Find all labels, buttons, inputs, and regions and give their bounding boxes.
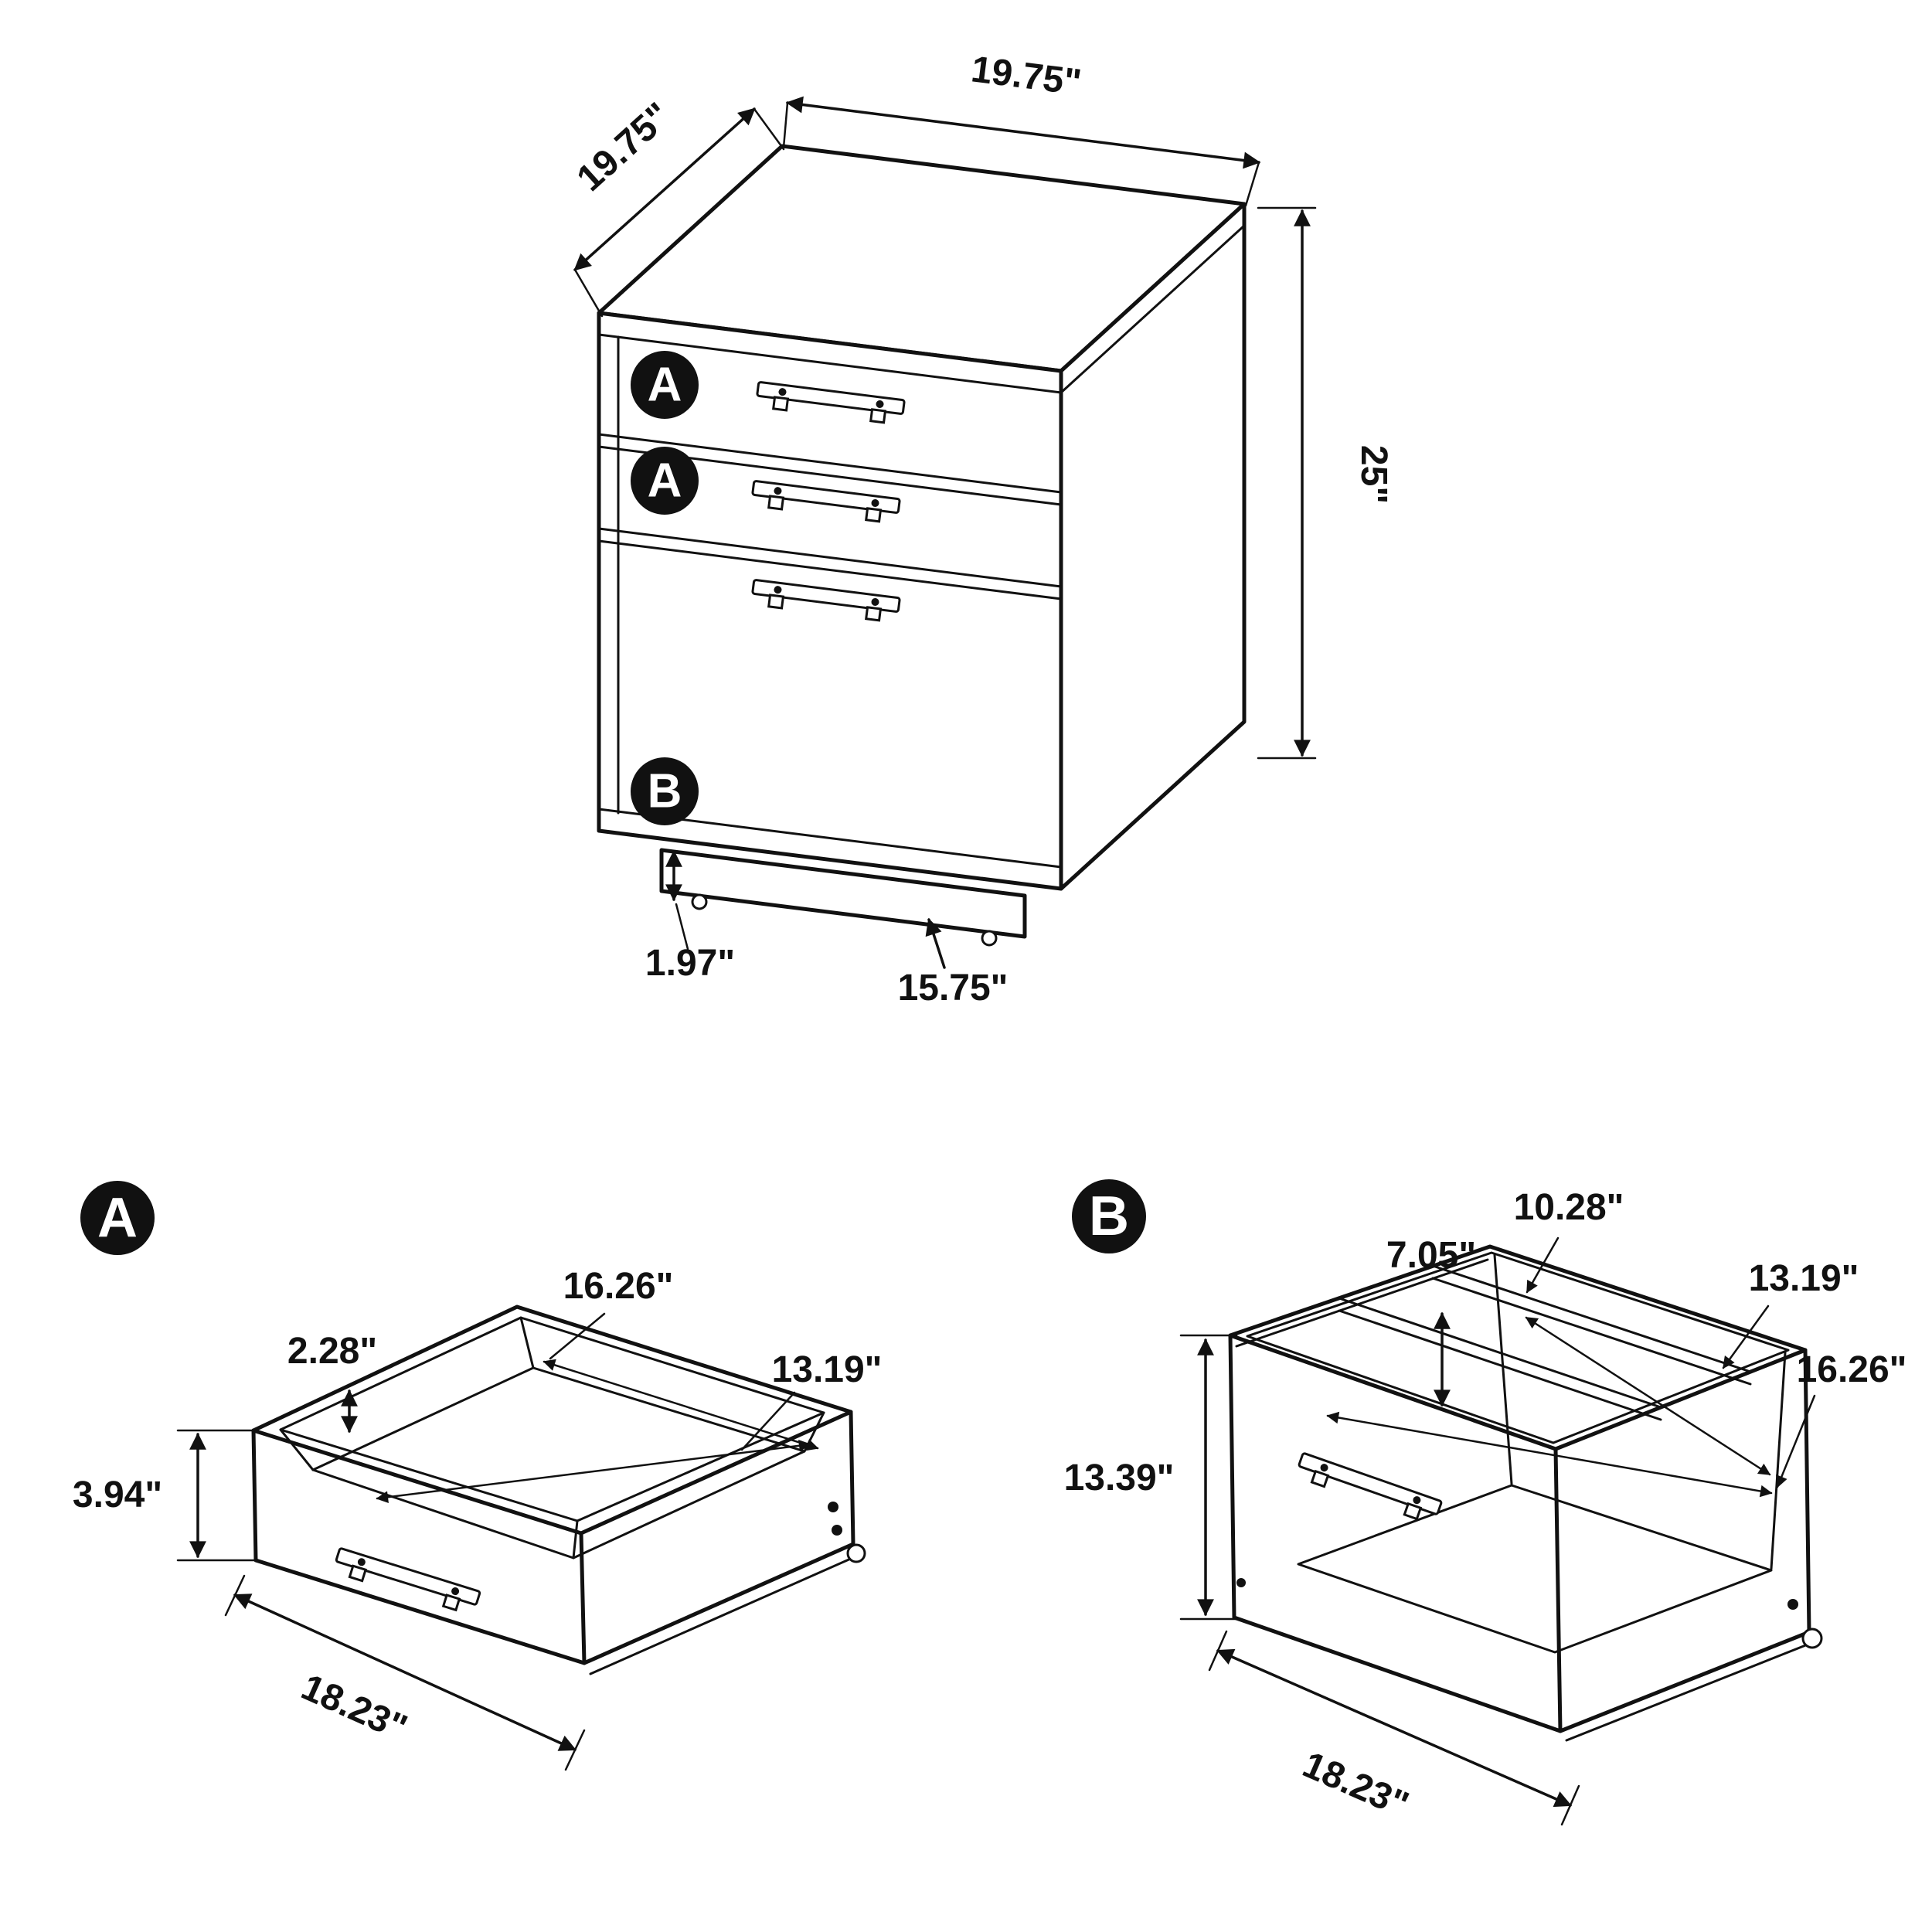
- dim-drawer-a-inner-depth: 13.19": [376, 1349, 883, 1504]
- cabinet-top-thickness-line: [597, 224, 1246, 394]
- cabinet-drawer-divider-2: [597, 527, 1063, 600]
- badge-view-a-letter: A: [97, 1187, 138, 1249]
- badge-drawer-top-a: A: [631, 351, 699, 419]
- dim-label-cabinet-base-height: 1.97": [645, 943, 735, 984]
- drawer-b-view: B 10.28" 7.05": [1064, 1179, 1907, 1826]
- dim-drawer-a-inner-width: 16.26": [543, 1266, 819, 1451]
- badge-view-a: A: [80, 1181, 155, 1255]
- drawer-a-screw-2: [832, 1525, 842, 1536]
- dim-label-cabinet-top-width: 19.75": [969, 49, 1083, 103]
- drawer-a-slide-rail: [589, 1553, 861, 1675]
- dim-cabinet-height: 25": [1257, 206, 1394, 760]
- dim-label-drawer-b-outer-width: 18.23": [1297, 1744, 1414, 1826]
- drawer-b-left-wall-thickness: [1235, 1258, 1489, 1348]
- drawer-b-screw-2: [1236, 1578, 1246, 1587]
- dim-label-cabinet-base-width: 15.75": [898, 968, 1009, 1009]
- dim-label-drawer-b-rail-width: 10.28": [1514, 1187, 1624, 1228]
- dim-label-drawer-a-outer-width: 18.23": [295, 1667, 413, 1750]
- dim-drawer-a-front-height: 3.94": [73, 1429, 256, 1562]
- dim-label-drawer-b-front-height: 13.39": [1064, 1458, 1175, 1498]
- dim-label-drawer-b-inner-width: 16.26": [1797, 1349, 1907, 1390]
- badge-drawer-bottom-b: B: [631, 757, 699, 825]
- dim-label-drawer-a-inner-width: 16.26": [563, 1266, 674, 1307]
- dim-label-drawer-a-front-height: 3.94": [73, 1475, 162, 1515]
- drawer-b-slide-roller: [1801, 1628, 1823, 1649]
- drawer-a-view: A 16.26" 2.28": [73, 1181, 883, 1771]
- drawer-a-screw-1: [828, 1502, 838, 1512]
- cabinet-caster-left: [691, 893, 708, 910]
- drawer-handle-bottom: [751, 579, 901, 622]
- badge-view-b: B: [1072, 1179, 1146, 1253]
- dim-label-drawer-a-inner-depth: 13.19": [772, 1349, 883, 1390]
- drawer-b-inner-bottom: [1297, 1484, 1773, 1654]
- dim-drawer-b-inner-height: 7.05": [1386, 1235, 1476, 1407]
- drawer-handle-top: [756, 381, 906, 424]
- dim-cabinet-base-height: 1.97": [645, 849, 735, 984]
- dim-label-drawer-a-inner-height: 2.28": [287, 1331, 377, 1372]
- dim-cabinet-base-width: 15.75": [898, 917, 1009, 1009]
- drawer-b-screw-1: [1787, 1599, 1798, 1610]
- badge-drawer-bottom-b-letter: B: [648, 765, 682, 818]
- dim-label-cabinet-top-depth: 19.75": [570, 95, 679, 199]
- cabinet-view: A A B 19.75" 19.75" 25": [570, 49, 1394, 1009]
- drawer-b-slide-rail: [1565, 1640, 1817, 1742]
- dim-drawer-b-rail-width: 10.28": [1514, 1187, 1624, 1294]
- drawer-handle-middle: [751, 480, 901, 523]
- drawer-b-inner-rim: [1246, 1251, 1790, 1444]
- badge-drawer-top-a-letter: A: [648, 359, 682, 412]
- badge-drawer-middle-a-letter: A: [648, 454, 682, 508]
- dim-label-cabinet-height: 25": [1353, 445, 1394, 504]
- dim-label-drawer-b-inner-depth: 13.19": [1749, 1258, 1859, 1299]
- dim-drawer-a-inner-height: 2.28": [287, 1331, 377, 1434]
- drawer-a-inner-corner-edges: [279, 1316, 825, 1560]
- dim-label-drawer-b-inner-height: 7.05": [1386, 1235, 1476, 1276]
- dim-drawer-b-inner-width: 16.26": [1326, 1349, 1907, 1498]
- cabinet-base-plinth: [659, 848, 1027, 939]
- cabinet-caster-right: [981, 930, 998, 947]
- badge-view-b-letter: B: [1089, 1185, 1129, 1247]
- badge-drawer-middle-a: A: [631, 447, 699, 515]
- dim-drawer-b-front-height: 13.39": [1064, 1334, 1240, 1621]
- drawer-a-slide-roller: [846, 1543, 866, 1563]
